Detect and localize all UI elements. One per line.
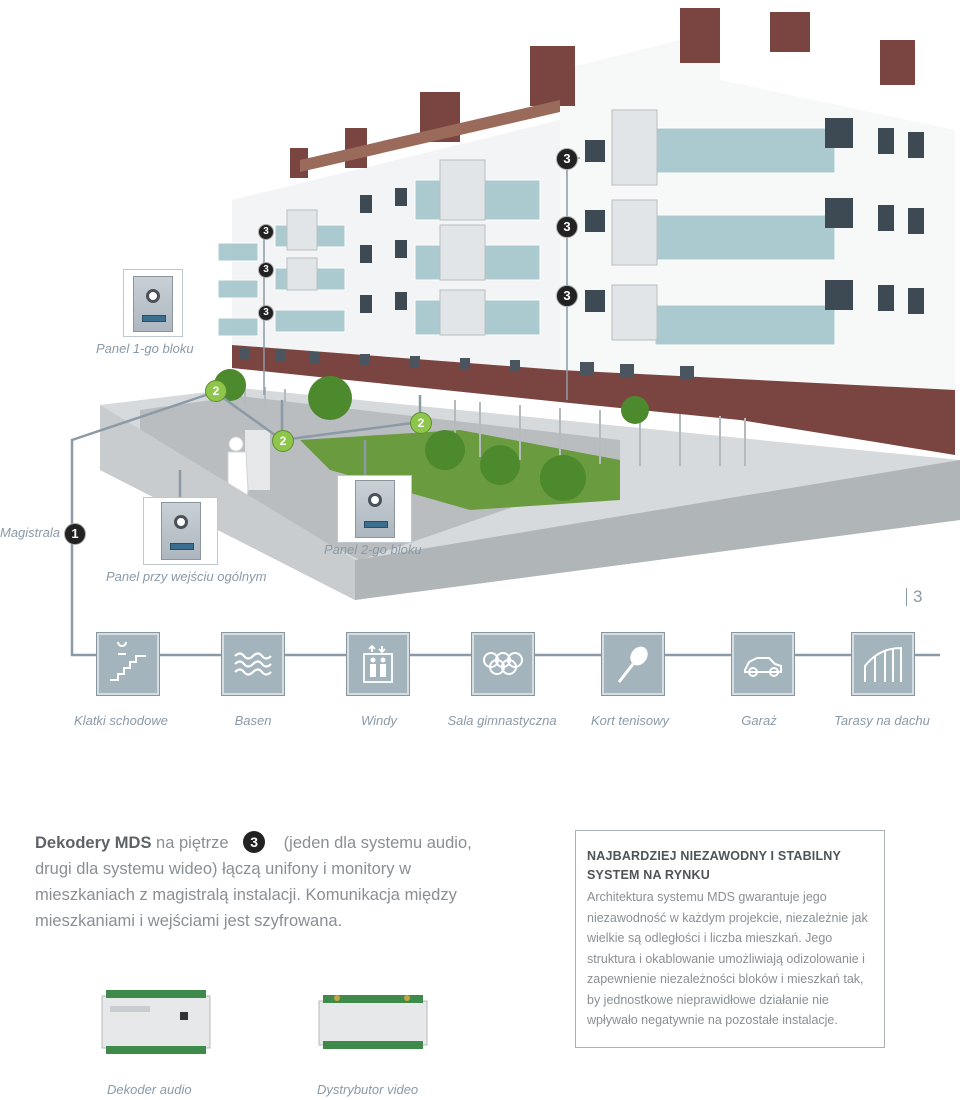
roof-terrace-icon [852,633,914,695]
panel-entrance-device-icon [161,502,201,560]
decoder-badge: 3 [258,262,274,278]
infobox-title: NAJBARDZIEJ NIEZAWODNY I STABILNY SYSTEM… [587,849,841,882]
panel-marker-badge: 2 [410,412,432,434]
panel-block2-caption: Panel 2-go bloku [324,542,422,557]
building-illustration [100,8,960,600]
panel-block1-frame [123,269,183,337]
amenity-label: Basen [234,713,272,728]
audio-decoder-caption: Dekoder audio [107,1082,192,1097]
panel-marker-badge: 2 [272,430,294,452]
amenity-label: Windy [360,713,398,728]
decoder-badge: 3 [556,216,578,238]
panel-block1-device-icon [133,276,173,332]
panel-entrance-frame [143,497,218,565]
decoder-badge: 3 [556,285,578,307]
elevator-icon [347,633,409,695]
video-distributor-device-image [318,995,428,1049]
amenity-label: Kort tenisowy [590,713,670,728]
reliability-infobox: NAJBARDZIEJ NIEZAWODNY I STABILNY SYSTEM… [575,830,885,1048]
page-number: 3 [906,588,922,606]
description-paragraph: Dekodery MDS na piętrze 3 (jeden dla sys… [35,830,485,934]
video-distributor-caption: Dystrybutor video [317,1082,419,1097]
description-decoder-badge: 3 [243,831,266,853]
amenity-label: Tarasy na dachu [834,713,930,728]
decoder-badge: 3 [258,224,274,240]
decoder-badge: 3 [556,148,578,170]
panel-block2-device-icon [355,480,395,538]
stairs-icon [97,633,159,695]
riser-number-badge: 1 [64,523,86,545]
amenity-label: Garaż [741,713,777,728]
car-icon [732,633,794,695]
pool-waves-icon [222,633,284,695]
description-lead-text: na piętrze [151,834,234,852]
panel-block2-frame [337,475,412,543]
panel-marker-badge: 2 [205,380,227,402]
infobox-body: Architektura systemu MDS gwarantuje jego… [587,890,868,1027]
amenity-label: Klatki schodowe [74,713,168,728]
description-rest: (jeden dla systemu audio, drugi dla syst… [35,834,472,930]
olympic-rings-icon [472,633,534,695]
decoder-badge: 3 [258,305,274,321]
panel-block1-caption: Panel 1-go bloku [96,341,194,356]
tennis-racket-icon [602,633,664,695]
amenity-label: Sala gimnastyczna [447,713,557,728]
page-number-text: 3 [913,587,923,606]
panel-entrance-caption: Panel przy wejściu ogólnym [106,569,267,584]
description-lead-bold: Dekodery MDS [35,834,152,852]
riser-caption: Magistrala [0,525,60,540]
audio-decoder-device-image [101,990,211,1054]
